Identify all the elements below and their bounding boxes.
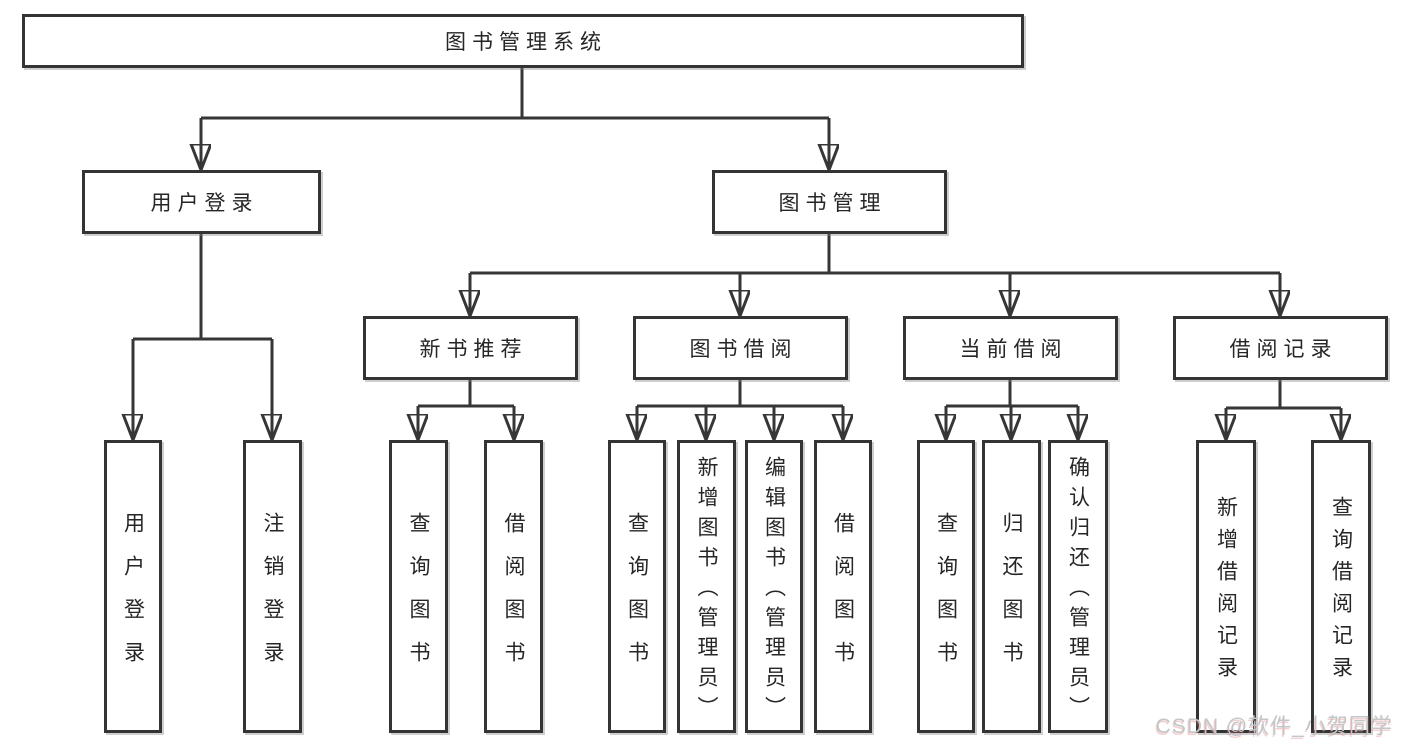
leaf-borrow-books-borrow: 借阅图书 [814, 440, 872, 733]
leaf-query-books-current: 查询图书 [917, 440, 975, 733]
node-book-borrow: 图书借阅 [633, 316, 848, 380]
node-new-book-recommend-label: 新书推荐 [419, 338, 528, 361]
node-current-borrow-label: 当前借阅 [959, 338, 1068, 361]
leaf-query-books-borrow-label: 查询图书 [625, 511, 649, 684]
leaf-query-books-borrow: 查询图书 [608, 440, 666, 733]
connector-book-management-to-level3 [470, 234, 1280, 316]
node-book-management-label: 图书管理 [778, 192, 887, 215]
node-book-management: 图书管理 [712, 170, 947, 234]
leaf-query-borrow-record-label: 查询借阅记录 [1329, 496, 1353, 688]
connector-user-login-children [133, 234, 272, 440]
node-root: 图书管理系统 [22, 14, 1024, 68]
leaf-edit-book-admin-label: 编辑图书（管理员） [762, 456, 786, 726]
connector-book-borrow-children [637, 380, 843, 440]
leaf-return-book-label: 归还图书 [1000, 511, 1024, 684]
node-borrow-records-label: 借阅记录 [1229, 338, 1338, 361]
leaf-add-borrow-record: 新增借阅记录 [1196, 440, 1256, 733]
node-user-login-label: 用户登录 [150, 192, 259, 215]
leaf-query-books-recommend-label: 查询图书 [407, 511, 431, 684]
leaf-add-book-admin-label: 新增图书（管理员） [695, 456, 719, 726]
node-new-book-recommend: 新书推荐 [363, 316, 578, 380]
leaf-logout: 注销登录 [243, 440, 302, 733]
leaf-query-borrow-record: 查询借阅记录 [1311, 440, 1371, 733]
node-root-label: 图书管理系统 [445, 31, 607, 54]
node-book-borrow-label: 图书借阅 [689, 338, 798, 361]
leaf-logout-label: 注销登录 [261, 511, 285, 684]
node-current-borrow: 当前借阅 [903, 316, 1118, 380]
leaf-query-books-current-label: 查询图书 [934, 511, 958, 684]
leaf-confirm-return-admin: 确认归还（管理员） [1048, 440, 1108, 733]
leaf-user-login: 用户登录 [104, 440, 162, 733]
leaf-add-borrow-record-label: 新增借阅记录 [1214, 496, 1238, 688]
leaf-user-login-label: 用户登录 [121, 511, 145, 684]
leaf-query-books-recommend: 查询图书 [389, 440, 448, 733]
leaf-confirm-return-admin-label: 确认归还（管理员） [1066, 456, 1090, 726]
leaf-edit-book-admin: 编辑图书（管理员） [745, 440, 803, 733]
leaf-return-book: 归还图书 [982, 440, 1041, 733]
connector-borrow-records-children [1226, 380, 1341, 440]
connector-current-borrow-children [946, 380, 1078, 440]
leaf-add-book-admin: 新增图书（管理员） [677, 440, 736, 733]
node-user-login: 用户登录 [82, 170, 321, 234]
csdn-watermark: CSDN @软件_小贺同学 [1155, 715, 1393, 738]
node-borrow-records: 借阅记录 [1173, 316, 1388, 380]
connector-root-to-level2 [201, 68, 829, 170]
connector-new-book-children [418, 380, 514, 440]
leaf-borrow-books-recommend: 借阅图书 [484, 440, 543, 733]
leaf-borrow-books-borrow-label: 借阅图书 [831, 511, 855, 684]
leaf-borrow-books-recommend-label: 借阅图书 [502, 511, 526, 684]
